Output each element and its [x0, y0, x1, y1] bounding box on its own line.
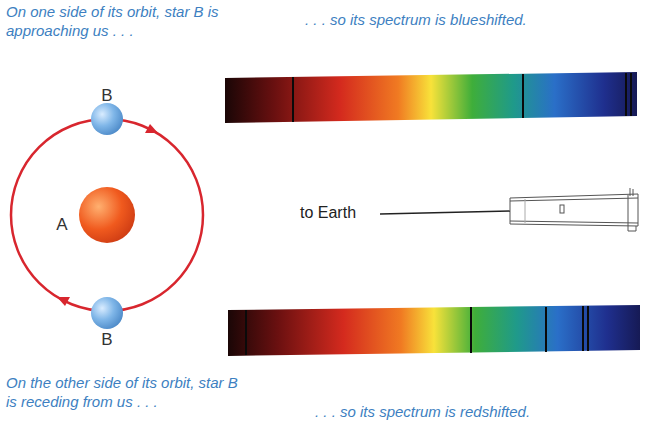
- pointer-line: [380, 211, 515, 214]
- star-b: B: [91, 103, 123, 135]
- star-a: A: [79, 187, 135, 243]
- orbit-arrowhead: [145, 124, 158, 133]
- absorption-lines: [293, 73, 631, 122]
- telescope: [510, 188, 638, 231]
- caption-note: On one side of its orbit, star B is appr…: [6, 2, 238, 40]
- star-b: B: [91, 297, 123, 329]
- caption-note: . . . so its spectrum is blueshifted.: [305, 10, 527, 29]
- caption-note: . . . so its spectrum is redshifted.: [315, 402, 530, 421]
- caption-note: On the other side of its orbit, star B i…: [6, 373, 238, 411]
- orbit: [11, 119, 203, 311]
- star-label: B: [101, 86, 112, 106]
- spectrum-band: [228, 305, 640, 356]
- direction-label: to Earth: [300, 204, 356, 222]
- spectrum-band: [225, 72, 637, 123]
- absorption-lines: [246, 306, 588, 355]
- orbit-arrowhead: [57, 297, 70, 306]
- star-label: B: [101, 330, 112, 350]
- star-label: A: [56, 215, 67, 235]
